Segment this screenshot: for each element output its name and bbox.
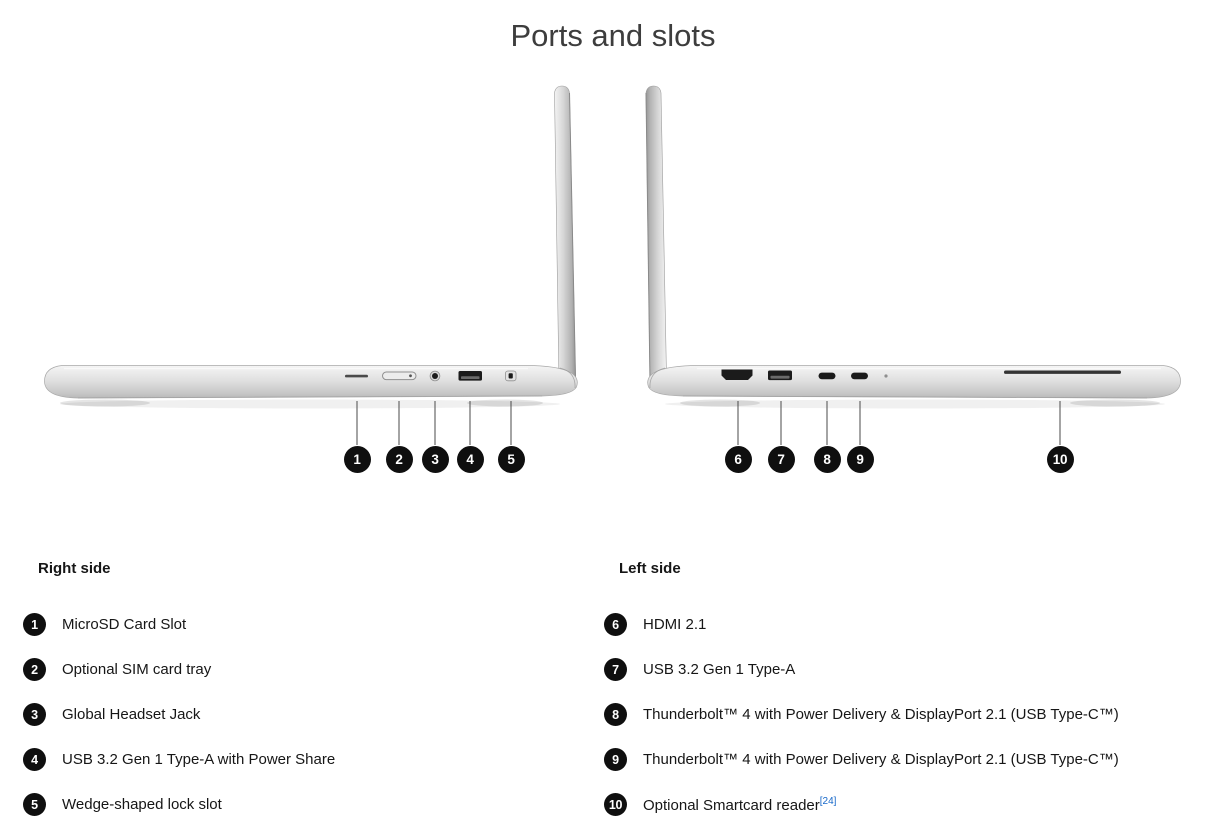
legend-item-lock-slot: 5 Wedge-shaped lock slot: [23, 793, 603, 816]
laptop-base: [44, 365, 578, 399]
sim-tray-icon: [382, 371, 417, 381]
laptop-screen: [554, 85, 576, 384]
callout-4: 4: [456, 446, 484, 473]
callout-1: 1: [343, 446, 371, 473]
headset-jack-icon: [429, 370, 441, 382]
legend-item-usb-a-powershare: 4 USB 3.2 Gen 1 Type-A with Power Share: [23, 748, 603, 771]
callout-9: 9: [846, 446, 874, 473]
legend-label-7: USB 3.2 Gen 1 Type-A: [643, 661, 796, 678]
callout-2: 2: [385, 446, 413, 473]
legend-num-5: 5: [23, 793, 46, 816]
legend-num-7: 7: [604, 658, 627, 681]
page-title: Ports and slots: [510, 18, 716, 53]
microsd-slot-icon: [345, 374, 368, 378]
legend-item-hdmi: 6 HDMI 2.1: [604, 613, 1184, 636]
smartcard-footnote-link[interactable]: [24]: [819, 795, 837, 807]
legend-label-10: Optional Smartcard reader[24]: [643, 796, 836, 814]
lock-slot-icon: [505, 370, 517, 382]
callout-8: 8: [813, 446, 841, 473]
laptop-right-side-view: [44, 85, 578, 445]
laptop-left-side-view: [645, 85, 1181, 445]
legend-label-5: Wedge-shaped lock slot: [62, 796, 222, 813]
usb-a-port-left-icon: [768, 370, 792, 381]
legend-num-9: 9: [604, 748, 627, 771]
legend-label-4: USB 3.2 Gen 1 Type-A with Power Share: [62, 751, 336, 768]
legend-item-thunderbolt-1: 8 Thunderbolt™ 4 with Power Delivery & D…: [604, 703, 1184, 726]
legend-num-4: 4: [23, 748, 46, 771]
hdmi-port-icon: [721, 369, 753, 380]
callout-lines-left: [737, 401, 1061, 445]
legend-num-2: 2: [23, 658, 46, 681]
legend-num-1: 1: [23, 613, 46, 636]
legend-item-smartcard: 10 Optional Smartcard reader[24]: [604, 793, 1184, 816]
legend-label-1: MicroSD Card Slot: [62, 616, 187, 633]
callout-10: 10: [1046, 446, 1074, 473]
callout-lines-right: [356, 401, 512, 445]
legend-right-heading: Right side: [38, 560, 111, 577]
legend-num-3: 3: [23, 703, 46, 726]
legend-item-microsd: 1 MicroSD Card Slot: [23, 613, 603, 636]
laptop-screen: [645, 85, 667, 384]
usb-c-port-2-icon: [851, 372, 868, 380]
status-led-icon: [884, 374, 888, 378]
callout-3: 3: [421, 446, 449, 473]
callout-6: 6: [724, 446, 752, 473]
callout-5: 5: [497, 446, 525, 473]
ports-diagram: [44, 85, 1181, 445]
legend-item-sim-tray: 2 Optional SIM card tray: [23, 658, 603, 681]
usb-a-port-right-icon: [458, 371, 482, 381]
legend-num-8: 8: [604, 703, 627, 726]
legend-label-8: Thunderbolt™ 4 with Power Delivery & Dis…: [643, 706, 1119, 723]
smartcard-reader-icon: [1004, 370, 1121, 374]
legend-right-side: Right side 1 MicroSD Card Slot 2 Optiona…: [23, 559, 603, 837]
legend-label-3: Global Headset Jack: [62, 706, 201, 723]
legend-label-9: Thunderbolt™ 4 with Power Delivery & Dis…: [643, 751, 1119, 768]
legend-item-headset-jack: 3 Global Headset Jack: [23, 703, 603, 726]
legend-label-6: HDMI 2.1: [643, 616, 707, 633]
legend-num-10: 10: [604, 793, 627, 816]
usb-c-port-1-icon: [818, 372, 836, 380]
legend-label-10-text: Optional Smartcard reader: [643, 796, 820, 814]
callout-7: 7: [767, 446, 795, 473]
legend-label-2: Optional SIM card tray: [62, 661, 212, 678]
legend-left-side: Left side 6 HDMI 2.1 7 USB 3.2 Gen 1 Typ…: [604, 559, 1184, 837]
legend-num-6: 6: [604, 613, 627, 636]
legend-left-heading: Left side: [619, 560, 681, 577]
legend-item-thunderbolt-2: 9 Thunderbolt™ 4 with Power Delivery & D…: [604, 748, 1184, 771]
legend-item-usb-a: 7 USB 3.2 Gen 1 Type-A: [604, 658, 1184, 681]
